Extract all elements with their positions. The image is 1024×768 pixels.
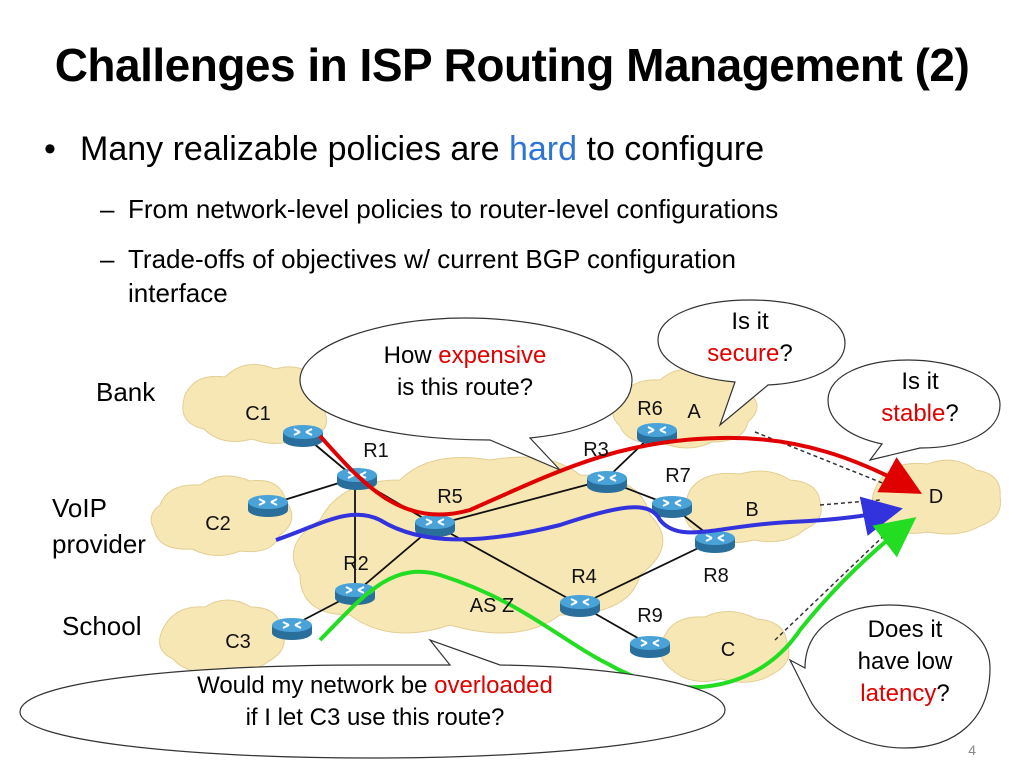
sub-bullet-2: –Trade-offs of objectives w/ current BGP… (100, 242, 736, 310)
cloud-c3-label: C3 (225, 631, 251, 653)
cloud-asz (292, 456, 664, 634)
router-r4-label: R4 (571, 566, 597, 588)
sub-bullet-2-text: Trade-offs of objectives w/ current BGP … (128, 244, 736, 274)
cloud-c1-label: C1 (245, 403, 271, 425)
bubble-overloaded-line2: if I let C3 use this route? (245, 704, 505, 731)
router-r3-label: R3 (583, 439, 609, 461)
bubble-latency-text: Does it have low latency? (825, 614, 985, 710)
bubble-overloaded-pre: Would my network be (197, 672, 435, 699)
router-r6-label: R6 (637, 398, 663, 420)
route-green (318, 517, 917, 690)
bubble-stable-post: ? (945, 400, 959, 427)
bubble-expensive-pre: How (383, 342, 439, 369)
cloud-c1 (182, 364, 331, 444)
cloud-c2 (150, 475, 293, 556)
bubble-overloaded-text: Would my network be overloaded if I let … (120, 670, 630, 734)
bullet-dot: • (44, 130, 56, 168)
bubble-latency-post: ? (936, 680, 950, 707)
cloud-c2-label: C2 (205, 513, 231, 535)
bubble-stable (827, 359, 1001, 461)
router-r9-label: R9 (637, 605, 663, 627)
bubble-secure-text: Is it secure? (680, 306, 820, 370)
bubble-expensive (299, 317, 633, 471)
dash-icon: – (100, 194, 115, 224)
bubble-expensive-highlight: expensive (438, 342, 547, 369)
router-r8-label: R8 (703, 565, 729, 587)
bubble-stable-text: Is it stable? (850, 366, 990, 430)
bubble-overloaded-highlight: overloaded (434, 672, 553, 699)
bullet-highlight: hard (508, 130, 578, 168)
bubble-secure-line1: Is it (731, 308, 769, 335)
bubble-overloaded (19, 638, 726, 759)
route-red (318, 434, 923, 517)
bullet-text-prefix: Many realizable policies are (80, 130, 509, 168)
bubble-secure (657, 299, 846, 427)
router-r7-label: R7 (665, 465, 691, 487)
label-voip: VoIP provider (52, 490, 146, 562)
bubble-latency-line2: have low (857, 648, 953, 675)
router-r2-label: R2 (343, 553, 369, 575)
cloud-c (659, 611, 790, 683)
route-blue (275, 496, 903, 542)
cloud-b-label: B (745, 499, 758, 521)
sub-bullet-2-continuation: interface (128, 278, 228, 308)
bullet-text-suffix: to configure (577, 130, 765, 168)
label-voip-line2: provider (52, 529, 146, 559)
bubble-secure-post: ? (779, 340, 793, 367)
page-number: 4 (968, 742, 976, 758)
sub-bullet-1-text: From network-level policies to router-le… (128, 194, 779, 224)
label-voip-line1: VoIP (52, 493, 107, 523)
cloud-asz-label: AS Z (470, 595, 514, 617)
router-r1-label: R1 (363, 440, 389, 462)
label-bank: Bank (96, 377, 156, 407)
cloud-d-label: D (929, 486, 943, 508)
bubble-latency-highlight: latency (860, 680, 937, 707)
slide-title: Challenges in ISP Routing Management (2) (54, 39, 970, 91)
cloud-a-label: A (687, 401, 701, 423)
bubble-latency (788, 604, 991, 749)
sub-bullet-1: –From network-level policies to router-l… (100, 192, 778, 226)
bubble-expensive-text: How expensive is this route? (330, 340, 600, 404)
router-r5-label: R5 (437, 486, 463, 508)
bubble-latency-line1: Does it (867, 616, 943, 643)
cloud-c3 (159, 599, 285, 673)
cloud-c-label: C (721, 639, 735, 661)
dash-icon: – (100, 244, 115, 274)
main-bullet: • Many realizable policies are hard to co… (44, 130, 764, 169)
label-school: School (62, 611, 142, 641)
bubble-stable-line1: Is it (901, 368, 939, 395)
bubble-stable-highlight: stable (881, 400, 946, 427)
bubble-secure-highlight: secure (707, 340, 780, 367)
bubble-expensive-line2: is this route? (396, 374, 534, 401)
